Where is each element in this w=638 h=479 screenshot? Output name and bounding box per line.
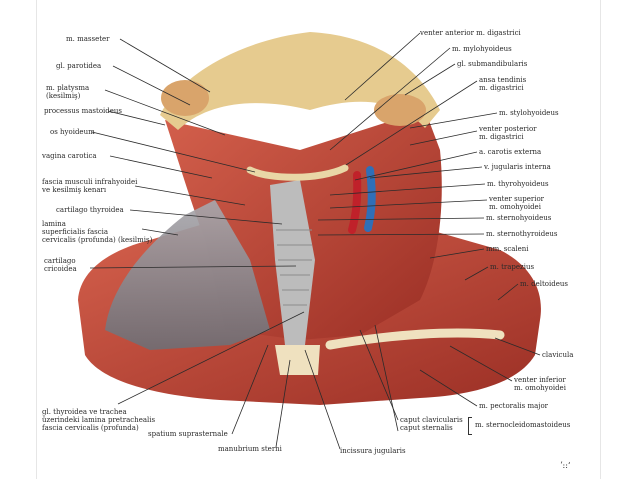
label-os-hyoideum: os hyoideum (50, 128, 95, 136)
label-gl-thyroidea: gl. thyroidea ve trachea üzerindeki lami… (42, 408, 156, 432)
label-submandibularis: gl. submandibularis (457, 60, 528, 68)
label-stylohyoideus: m. stylohyoideus (499, 109, 559, 117)
label-cartilago-cricoidea: cartilago cricoidea (44, 257, 77, 273)
label-vagina-carotica: vagina carotica (42, 152, 97, 160)
larynx-trachea (270, 180, 315, 345)
label-manubrium-sterni: manubrium sterni (218, 445, 282, 453)
label-masseter: m. masseter (66, 35, 110, 43)
label-spatium-suprasternale: spatium suprasternale (148, 430, 228, 438)
label-jugularis-interna: v. jugularis interna (484, 163, 551, 171)
label-lamina-superficialis: lamina superficialis fascia cervicalis (… (42, 220, 153, 244)
label-venter-posterior: venter posterior m. digastrici (479, 125, 537, 141)
clavicle-bone (325, 328, 505, 350)
carotid-artery (348, 171, 362, 234)
label-clavicula: clavicula (542, 351, 574, 359)
hyoid-bone (246, 164, 349, 181)
label-deltoideus: m. deltoideus (520, 280, 568, 288)
submandibular-gland (374, 94, 426, 126)
right-frame-line (600, 0, 601, 479)
mandible (160, 32, 440, 130)
label-pectoralis-major: m. pectoralis major (479, 402, 549, 410)
label-incissura-jugularis: incissura jugularis (340, 447, 406, 455)
label-scaleni: mm. scaleni (486, 245, 529, 253)
manubrium (275, 345, 320, 375)
label-processus-mastoideus: processus mastoideus (44, 107, 123, 115)
label-cartilago-thyroidea: cartilago thyroidea (56, 206, 124, 214)
label-sternothyroideus: m. sternothyroideus (486, 230, 558, 238)
label-bracket (468, 417, 472, 435)
label-mylohyoideus: m. mylohyoideus (452, 45, 512, 53)
fascia-left (105, 200, 270, 350)
left-frame-line (36, 0, 37, 479)
label-carotis-externa: a. carotis externa (479, 148, 542, 156)
parotid-gland (161, 80, 209, 116)
label-platysma: m. platysma (kesilmiş) (46, 84, 90, 100)
label-caput-clavicularis: caput clavicularis caput sternalis (400, 416, 463, 432)
label-thyrohyoideus: m. thyrohyoideus (487, 180, 549, 188)
label-sternohyoideus: m. sternohyoideus (486, 214, 552, 222)
label-venter-anterior: venter anterior m. digastrici (420, 29, 521, 37)
label-venter-superior: venter superior m. omohyoidei (489, 195, 545, 211)
label-trapezius: m. trapezius (490, 263, 535, 271)
label-parotidea: gl. parotidea (56, 62, 102, 70)
label-sternocleidomastoideus: m. sternocleidomastoideus (475, 421, 571, 429)
label-venter-inferior: venter inferior m. omohyoidei (514, 376, 566, 392)
artist-signature: ʼ::ʻ (560, 461, 571, 470)
label-fascia-infrahyoidei: fascia musculi infrahyoidei ve kesilmiş … (42, 178, 138, 194)
label-ansa-tendinis: ansa tendinis m. digastrici (479, 76, 527, 92)
jugular-vein (364, 166, 376, 232)
